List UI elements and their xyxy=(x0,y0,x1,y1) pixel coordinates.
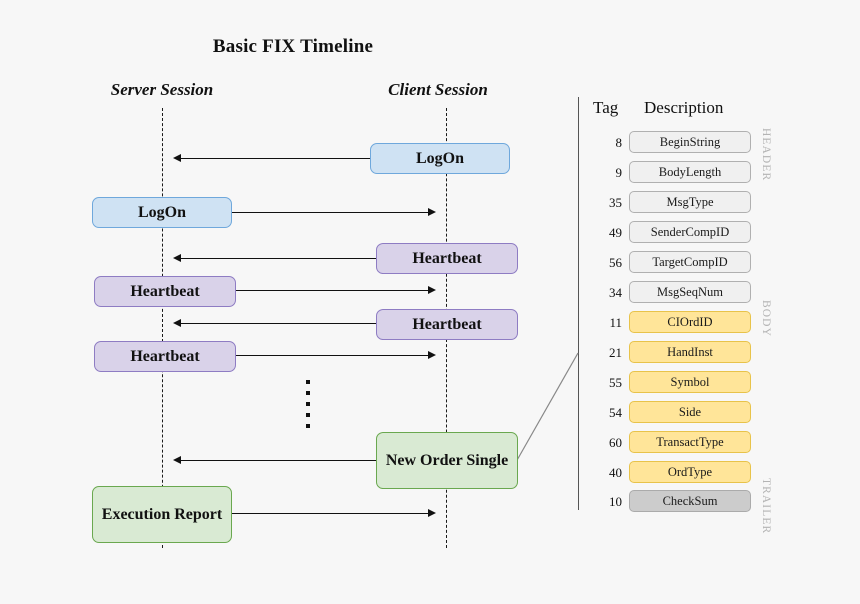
group-label-trailer: TRAILER xyxy=(760,478,772,535)
message-box-logon-server[interactable]: LogOn xyxy=(92,197,232,228)
field-box-beginstring[interactable]: BeginString xyxy=(629,131,751,153)
column-header-tag: Tag xyxy=(593,98,619,117)
field-box-symbol[interactable]: Symbol xyxy=(629,371,751,393)
group-label-body: BODY xyxy=(760,300,772,337)
arrow-head-heartbeat-in-1 xyxy=(173,254,181,262)
lifeline-label-server: Server Session xyxy=(110,80,214,99)
message-box-heartbeat-server-1[interactable]: Heartbeat xyxy=(94,276,236,307)
lifeline-label-client: Client Session xyxy=(388,80,488,99)
arrow-line-logon-out xyxy=(232,212,428,213)
panel-divider xyxy=(578,97,579,510)
field-box-side[interactable]: Side xyxy=(629,401,751,423)
tag-number: 56 xyxy=(609,255,622,270)
arrow-head-execution-report xyxy=(428,509,436,517)
arrow-head-new-order-single xyxy=(173,456,181,464)
field-box-sendercompid[interactable]: SenderCompID xyxy=(629,221,751,243)
field-box-targetcompid[interactable]: TargetCompID xyxy=(629,251,751,273)
field-box-msgseqnum[interactable]: MsgSeqNum xyxy=(629,281,751,303)
ellipsis-dot xyxy=(306,380,310,384)
arrow-line-execution-report xyxy=(232,513,428,514)
page-title: Basic FIX Timeline xyxy=(212,36,374,57)
field-box-bodylength[interactable]: BodyLength xyxy=(629,161,751,183)
tag-number: 54 xyxy=(609,405,622,420)
field-box-clordid[interactable]: CIOrdID xyxy=(629,311,751,333)
ellipsis-dot xyxy=(306,391,310,395)
arrow-line-logon-in xyxy=(180,158,370,159)
tag-number: 9 xyxy=(615,165,623,180)
message-box-heartbeat-server-2[interactable]: Heartbeat xyxy=(94,341,236,372)
arrow-head-heartbeat-in-2 xyxy=(173,319,181,327)
arrow-line-heartbeat-in-1 xyxy=(180,258,376,259)
tag-number: 49 xyxy=(609,225,622,240)
message-box-new-order-single[interactable]: New Order Single xyxy=(376,432,518,489)
message-box-heartbeat-client-1[interactable]: Heartbeat xyxy=(376,243,518,274)
tag-number: 60 xyxy=(609,435,622,450)
field-box-ordtype[interactable]: OrdType xyxy=(629,461,751,483)
lifeline-server xyxy=(162,108,163,548)
arrow-line-heartbeat-out-2 xyxy=(235,355,428,356)
tag-number: 34 xyxy=(609,285,622,300)
arrow-line-heartbeat-out-1 xyxy=(235,290,428,291)
arrow-head-logon-out xyxy=(428,208,436,216)
field-box-msgtype[interactable]: MsgType xyxy=(629,191,751,213)
ellipsis-dot xyxy=(306,424,310,428)
tag-number: 8 xyxy=(615,135,623,150)
tag-number: 10 xyxy=(609,494,622,509)
field-box-handinst[interactable]: HandInst xyxy=(629,341,751,363)
column-header-description: Description xyxy=(644,98,724,117)
arrow-head-logon-in xyxy=(173,154,181,162)
arrow-head-heartbeat-out-2 xyxy=(428,351,436,359)
group-label-header: HEADER xyxy=(760,128,772,182)
ellipsis-dot xyxy=(306,402,310,406)
message-box-execution-report[interactable]: Execution Report xyxy=(92,486,232,543)
ellipsis-dot xyxy=(306,413,310,417)
arrow-line-new-order-single xyxy=(180,460,376,461)
tag-number: 21 xyxy=(609,345,622,360)
tag-number: 55 xyxy=(609,375,622,390)
field-box-checksum[interactable]: CheckSum xyxy=(629,490,751,512)
message-box-logon-client[interactable]: LogOn xyxy=(370,143,510,174)
arrow-line-heartbeat-in-2 xyxy=(180,323,376,324)
message-box-heartbeat-client-2[interactable]: Heartbeat xyxy=(376,309,518,340)
tag-number: 35 xyxy=(609,195,622,210)
arrow-head-heartbeat-out-1 xyxy=(428,286,436,294)
tag-number: 11 xyxy=(609,315,622,330)
field-box-transacttype[interactable]: TransactType xyxy=(629,431,751,453)
tag-number: 40 xyxy=(609,465,622,480)
